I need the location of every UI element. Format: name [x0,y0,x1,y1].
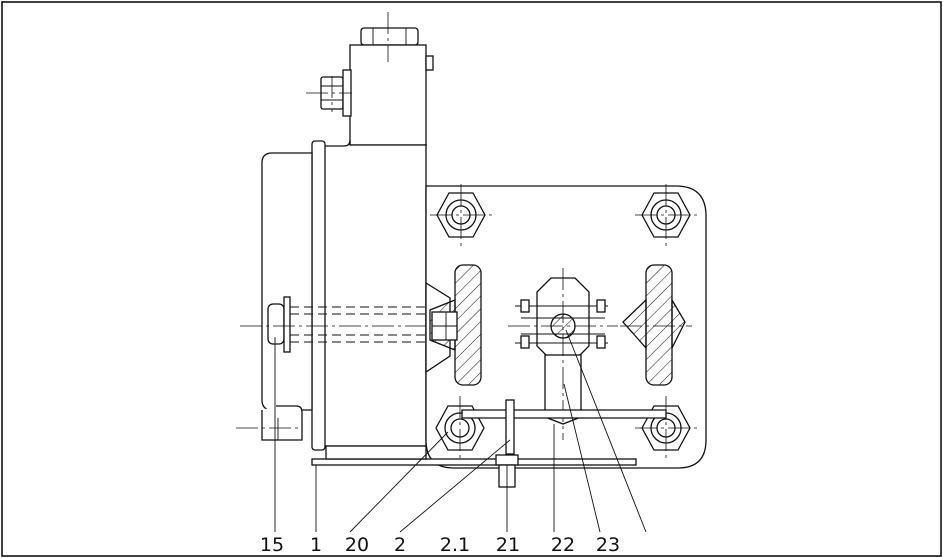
callout-2-1: 2.1 [440,534,470,556]
callout-15: 15 [260,534,284,556]
positioner-housing [261,27,434,451]
callout-20: 20 [345,534,369,556]
leader-lines [274,329,647,533]
callout-1: 1 [310,534,322,556]
mounting-screw [267,296,432,353]
bottom-bracket [311,445,637,488]
right-yoke-section [622,264,686,386]
left-yoke-section [425,264,482,386]
callout-23: 23 [596,534,620,556]
callout-2: 2 [394,534,406,556]
callout-labels: 15 1 20 2 2.1 21 22 23 [260,534,620,556]
callout-21: 21 [496,534,520,556]
callout-22: 22 [551,534,575,556]
